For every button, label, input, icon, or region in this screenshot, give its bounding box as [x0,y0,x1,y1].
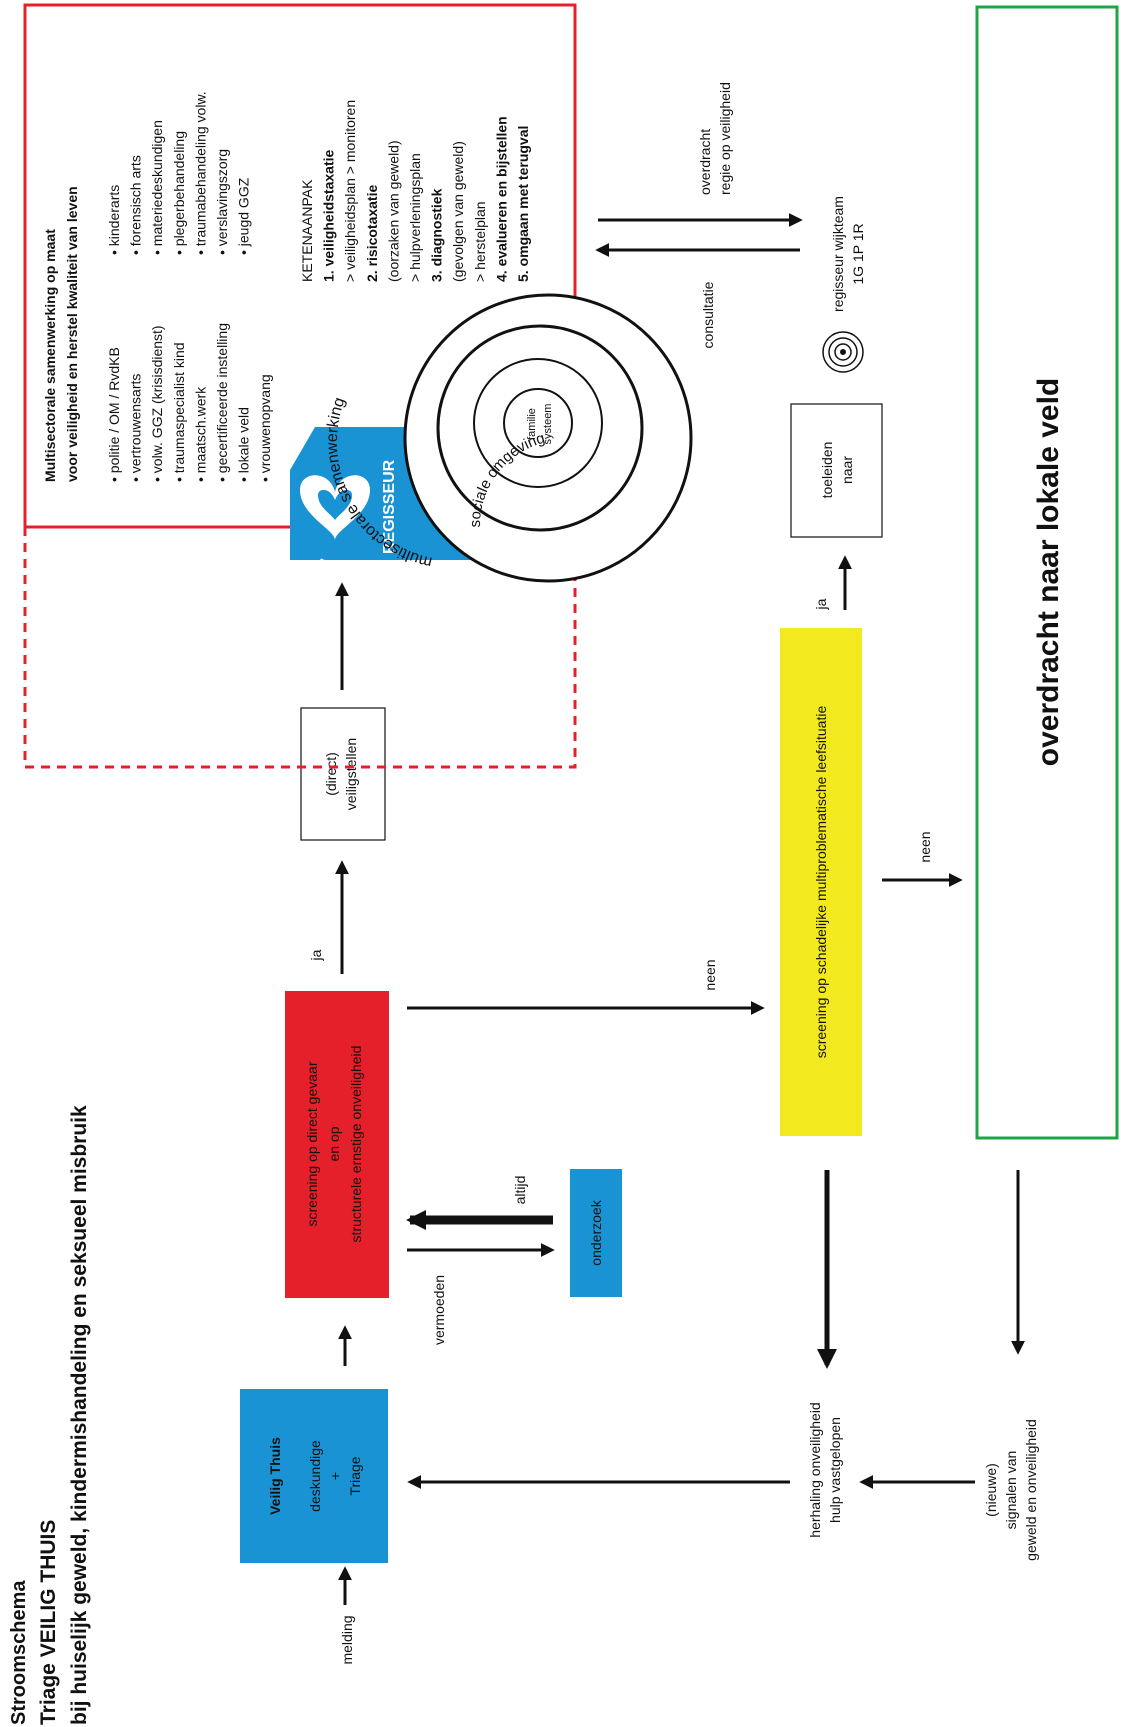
diagram-title: Stroomschema Triage VEILIG THUIS bij hui… [8,1105,91,1725]
ring-center-line1: familie [526,408,538,440]
ketenaanpak-item: 5. omgaan met terugval [515,126,531,282]
signalen-line3: geweld en onveiligheid [1023,1419,1039,1561]
partner-list-1-item: • gecertificeerde instelling [214,323,230,482]
target-icon [822,331,864,373]
veilig-thuis-line4: Triage [347,1456,363,1495]
ketenaanpak-item: KETENAANPAK [299,179,315,282]
partner-list-1-item: • lokale veld [236,407,252,482]
toeleiden-line2: naar [839,456,855,484]
screening1-line1: screening op direct gevaar [304,1061,320,1226]
veilig-thuis-line3: + [327,1472,343,1480]
partner-list-2-item: • traumabehandeling volw. [192,91,208,255]
altijd-label: altijd [512,1176,528,1205]
vermoeden-label: vermoeden [431,1275,447,1345]
ketenaanpak-item: 2. risicotaxatie [364,185,380,282]
ketenaanpak-list: KETENAANPAK 1. veiligheidstaxatie > veilig… [299,100,531,282]
signalen-line2: signalen van [1003,1451,1019,1530]
screening1-line3: structurele ernstige onveiligheid [348,1046,364,1243]
dashed-frame [23,527,577,769]
screening1-line2: en op [326,1126,342,1161]
ketenaanpak-item: (gevolgen van geweld) [450,141,466,282]
lokaal-veld-label: overdracht naar lokale veld [1032,378,1065,767]
ring-core [503,388,573,458]
veilig-thuis-box[interactable]: Veilig Thuis deskundige + Triage [240,1389,388,1563]
lokaal-veld-rect [975,5,1119,1140]
partner-list-1-item: • volw. GGZ (krisisdienst) [149,325,165,482]
ring-diagram: multisectorale samenwerking sociale omge… [324,293,693,583]
ketenaanpak-item: 3. diagnostiek [429,188,445,282]
partner-list-2-item: • forensisch arts [128,155,144,255]
partner-list-1-item: • vertrouwensarts [128,374,144,482]
ring-center-line2: systeem [542,404,554,445]
toeleiden-rect [790,403,883,538]
onderzoek-label: onderzoek [588,1199,604,1265]
veiligstellen-line1: (direct) [323,752,339,796]
partner-list-2-item: • jeugd GGZ [236,177,252,255]
veiligstellen-box[interactable]: (direct) veiligstellen [300,707,386,841]
veilig-thuis-title: Veilig Thuis [267,1437,283,1515]
onderzoek-box[interactable]: onderzoek [570,1169,622,1297]
screening2-ja-label: ja [813,598,829,610]
veiligstellen-rect [300,707,386,841]
herhaling-line1: herhaling onveiligheid [807,1402,823,1537]
screening2-rect [780,628,862,1136]
melding-label: melding [339,1615,355,1664]
regisseur-label: REGISSEUR [381,459,398,554]
ketenaanpak-item: > hulpverleningsplan [407,153,423,282]
veilig-thuis-rect [240,1389,388,1563]
partner-list-1: • politie / OM / RvdKB • vertrouwensarts •… [106,323,273,482]
screening1-neen-label: neen [702,959,718,990]
herhaling-line2: hulp vastgelopen [827,1417,843,1523]
partner-list-1-item: • maatsch.werk [192,386,208,482]
lokaal-veld-box[interactable]: overdracht naar lokale veld [975,5,1119,1140]
title-line1: Stroomschema [8,1580,30,1725]
title-line3: bij huiselijk geweld, kindermishandeling… [68,1105,91,1725]
screening1-rect [285,991,389,1298]
veilig-thuis-line2: deskundige [307,1440,323,1512]
partner-list-2-item: • materiedeskundigen [149,120,165,255]
wijkteam-line1: regisseur wijkteam [830,196,846,312]
screening2-neen-label: neen [917,831,933,862]
ketenaanpak-item: (oorzaken van geweld) [385,140,401,282]
partner-list-1-item: • traumaspecialist kind [171,342,187,482]
regisseur-logo-icon [300,475,370,540]
partner-list-2-item: • verslavingszorg [214,149,230,255]
multisector-header1: Multisectorale samenwerking op maat [42,229,58,482]
wijkteam-line2: 1G 1P 1R [850,223,866,284]
multisector-header2: voor veiligheid en herstel kwaliteit van… [64,186,80,482]
screening1-ja-label: ja [308,949,324,961]
consultatie-label: consultatie [700,281,716,348]
screening1-box[interactable]: screening op direct gevaar en op structu… [285,991,389,1298]
toeleiden-box[interactable]: toeleiden naar [790,403,883,538]
onderzoek-rect [570,1169,622,1297]
partner-list-2-item: • kinderarts [106,185,122,255]
ketenaanpak-item: 1. veiligheidstaxatie [321,150,337,282]
signalen-line1: (nieuwe) [983,1463,999,1517]
title-line2: Triage VEILIG THUIS [37,1520,60,1725]
partner-list-2-item: • plegerbehandeling [171,131,187,255]
overdracht-line1: overdracht [697,129,713,195]
overdracht-line2: regie op veiligheid [717,82,733,195]
screening2-label: screening op schadelijke multiproblemati… [813,706,829,1059]
screening2-box[interactable]: screening op schadelijke multiproblemati… [780,628,862,1136]
veiligstellen-line2: veiligstellen [343,738,359,810]
toeleiden-line1: toeleiden [819,442,835,499]
partner-list-1-item: • vrouwenopvang [257,374,273,482]
ketenaanpak-item: > veiligheidsplan > monitoren [342,100,358,282]
partner-list-1-item: • politie / OM / RvdKB [106,347,122,482]
ketenaanpak-item: > herstelplan [472,201,488,282]
ketenaanpak-item: 4. evalueren en bijstellen [493,116,509,282]
partner-list-2: • kinderarts • forensisch arts • materiede… [106,91,252,255]
